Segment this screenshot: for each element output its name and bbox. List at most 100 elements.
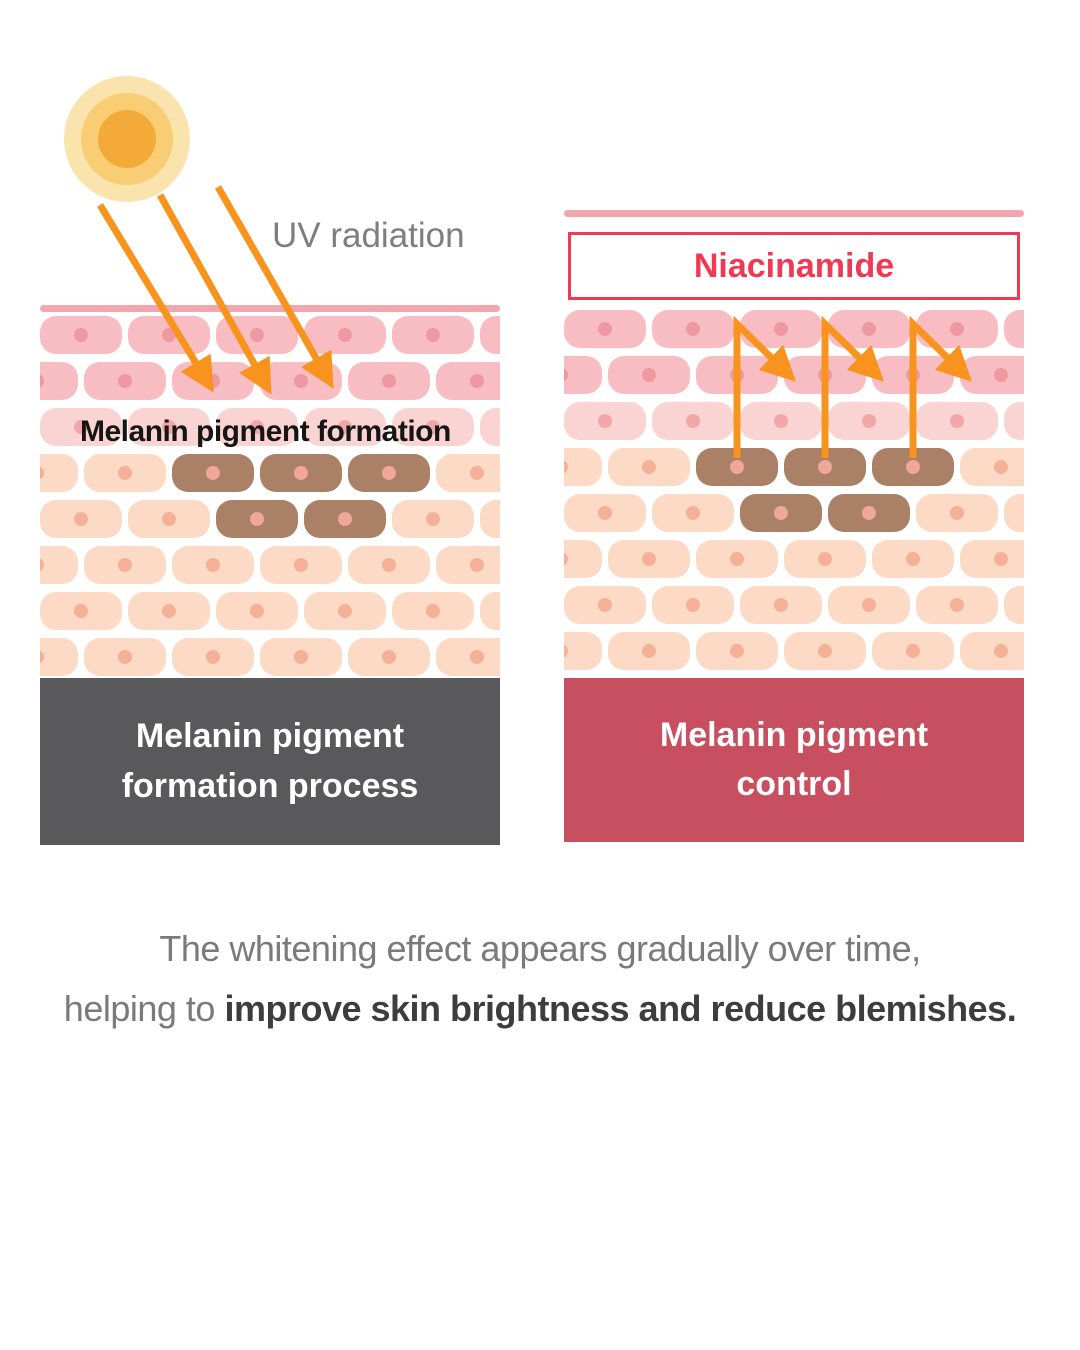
cell-nucleus-dot [470, 466, 484, 480]
cell-nucleus-dot [598, 414, 612, 428]
cell-nucleus-dot [338, 328, 352, 342]
cell-nucleus-dot [162, 420, 176, 434]
skin-cell-pink [304, 316, 386, 354]
skin-cell-peach [348, 546, 430, 584]
skin-cell-pink [84, 362, 166, 400]
right-caption-line1: Melanin pigment [659, 715, 929, 754]
skin-cell-peach [652, 494, 734, 532]
skin-cell-row [40, 500, 500, 538]
cell-nucleus-dot [818, 552, 832, 566]
sun-icon [64, 76, 190, 202]
cell-nucleus-dot [40, 558, 44, 572]
cell-nucleus-dot [294, 466, 308, 480]
cell-nucleus-dot [162, 512, 176, 526]
cell-nucleus-dot [642, 552, 656, 566]
skin-cell-peach [784, 632, 866, 670]
skin-cell-pink [436, 362, 500, 400]
skin-cell-brown [828, 494, 910, 532]
skin-cell-peach [828, 586, 910, 624]
skin-cell-brown [260, 454, 342, 492]
skin-cell-peach [84, 546, 166, 584]
skin-cell-row [40, 638, 500, 676]
cell-nucleus-dot [994, 460, 1008, 474]
skin-cell-peach [40, 638, 78, 676]
footer-line2: helping to improve skin brightness and r… [0, 988, 1080, 1030]
skin-cell-row [40, 546, 500, 584]
cell-nucleus-dot [818, 460, 832, 474]
skin-cell-blush [740, 402, 822, 440]
cell-nucleus-dot [906, 552, 920, 566]
cell-nucleus-dot [730, 644, 744, 658]
skin-cell-pink [696, 356, 778, 394]
left-caption-line1: Melanin pigment [135, 717, 405, 756]
cell-nucleus-dot [950, 414, 964, 428]
skin-cell-peach [872, 632, 954, 670]
skin-cell-pink [564, 356, 602, 394]
skin-cell-pink [784, 356, 866, 394]
skin-cell-peach [696, 632, 778, 670]
skin-cell-pink [40, 362, 78, 400]
cell-nucleus-dot [294, 650, 308, 664]
skin-cell-peach [436, 454, 500, 492]
skin-cell-brown [740, 494, 822, 532]
cell-nucleus-dot [426, 328, 440, 342]
cell-nucleus-dot [382, 558, 396, 572]
cell-nucleus-dot [686, 414, 700, 428]
cell-nucleus-dot [774, 414, 788, 428]
skin-cell-peach [960, 448, 1024, 486]
skin-cell-brown [348, 454, 430, 492]
cell-nucleus-dot [206, 558, 220, 572]
skin-cell-pink [348, 362, 430, 400]
skin-cell-peach [1004, 586, 1024, 624]
skin-cell-peach [564, 540, 602, 578]
skin-cell-peach [696, 540, 778, 578]
cell-nucleus-dot [686, 598, 700, 612]
skin-cell-grid-left [40, 316, 500, 684]
cell-nucleus-dot [994, 368, 1008, 382]
skin-cell-brown [696, 448, 778, 486]
cell-nucleus-dot [382, 466, 396, 480]
footer-text: The whitening effect appears gradually o… [0, 928, 1080, 1030]
skin-cell-pink [740, 310, 822, 348]
skin-surface-line-right [564, 210, 1024, 217]
cell-nucleus-dot [994, 552, 1008, 566]
skin-cell-pink [652, 310, 734, 348]
skin-cell-peach [740, 586, 822, 624]
skin-cell-peach [960, 540, 1024, 578]
cell-nucleus-dot [686, 506, 700, 520]
cell-nucleus-dot [994, 644, 1008, 658]
cell-nucleus-dot [774, 506, 788, 520]
cell-nucleus-dot [250, 512, 264, 526]
cell-nucleus-dot [598, 598, 612, 612]
skin-cell-peach [960, 632, 1024, 670]
skin-cell-peach [564, 632, 602, 670]
skin-cell-row [564, 494, 1024, 532]
right-caption-line2: control [736, 765, 852, 803]
skin-cell-peach [128, 592, 210, 630]
skin-cell-row [40, 454, 500, 492]
cell-nucleus-dot [950, 322, 964, 336]
cell-nucleus-dot [950, 506, 964, 520]
cell-nucleus-dot [818, 368, 832, 382]
skin-cell-pink [564, 310, 646, 348]
right-panel: Niacinamide Melanin pigment control [564, 210, 1024, 845]
skin-cell-peach [304, 592, 386, 630]
skin-cell-row [564, 632, 1024, 670]
skin-cell-peach [40, 592, 122, 630]
cell-nucleus-dot [470, 558, 484, 572]
sun-icon-core [98, 110, 156, 168]
cell-nucleus-dot [470, 374, 484, 388]
cell-nucleus-dot [730, 460, 744, 474]
skin-cell-peach [392, 592, 474, 630]
skin-cell-row [564, 356, 1024, 394]
skin-surface-line-left [40, 305, 500, 312]
right-caption-box: Melanin pigment control [564, 678, 1024, 842]
skin-cell-pink [828, 310, 910, 348]
skin-cell-peach [608, 632, 690, 670]
skin-cell-blush [304, 408, 386, 446]
cell-nucleus-dot [40, 374, 44, 388]
skin-cell-pink [392, 316, 474, 354]
skin-cell-row [564, 586, 1024, 624]
cell-nucleus-dot [74, 604, 88, 618]
